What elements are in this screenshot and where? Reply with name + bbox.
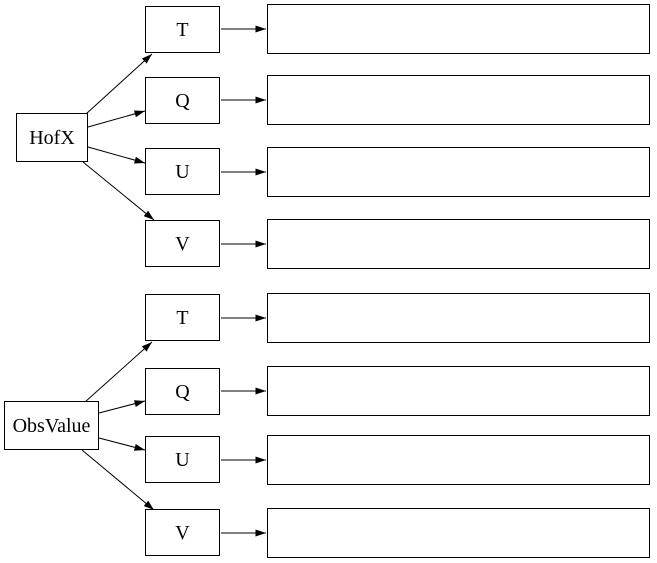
edge-obsvalue-to-u bbox=[98, 437, 146, 451]
node-obsvalue-q-label: Q bbox=[175, 380, 190, 403]
node-hofx-q: Q bbox=[145, 77, 220, 124]
value-box-obsvalue-q bbox=[267, 366, 650, 416]
edge-hofx-to-t bbox=[85, 53, 153, 115]
node-obsvalue-t-label: T bbox=[176, 306, 189, 329]
node-obsvalue-label: ObsValue bbox=[12, 414, 91, 437]
edge-hofx-to-q bbox=[87, 110, 146, 128]
node-hofx-u-label: U bbox=[175, 160, 190, 183]
value-box-obsvalue-v bbox=[267, 508, 650, 558]
edge-hofx-to-u bbox=[87, 146, 146, 164]
node-obsvalue: ObsValue bbox=[4, 401, 99, 450]
edge-obsvalue-to-q bbox=[98, 400, 146, 414]
node-hofx-t: T bbox=[145, 6, 220, 53]
node-hofx-v-label: V bbox=[175, 232, 190, 255]
value-box-hofx-u bbox=[267, 147, 650, 197]
node-hofx: HofX bbox=[16, 113, 88, 162]
node-obsvalue-u: U bbox=[145, 436, 220, 483]
node-hofx-label: HofX bbox=[29, 126, 75, 149]
edge-obsvalue-to-t bbox=[84, 341, 153, 403]
value-box-obsvalue-u bbox=[267, 435, 650, 485]
value-box-hofx-t bbox=[267, 4, 650, 54]
node-hofx-u: U bbox=[145, 148, 220, 195]
node-obsvalue-u-label: U bbox=[175, 448, 190, 471]
edge-obsvalue-to-v bbox=[81, 449, 155, 511]
node-hofx-q-label: Q bbox=[175, 89, 190, 112]
value-box-hofx-q bbox=[267, 75, 650, 125]
node-obsvalue-v-label: V bbox=[175, 521, 190, 544]
value-box-hofx-v bbox=[267, 219, 650, 269]
node-hofx-t-label: T bbox=[176, 18, 189, 41]
value-box-obsvalue-t bbox=[267, 293, 650, 343]
node-obsvalue-t: T bbox=[145, 294, 220, 341]
node-hofx-v: V bbox=[145, 220, 220, 267]
node-obsvalue-v: V bbox=[145, 509, 220, 556]
node-obsvalue-q: Q bbox=[145, 368, 220, 415]
edge-hofx-to-v bbox=[82, 161, 155, 221]
